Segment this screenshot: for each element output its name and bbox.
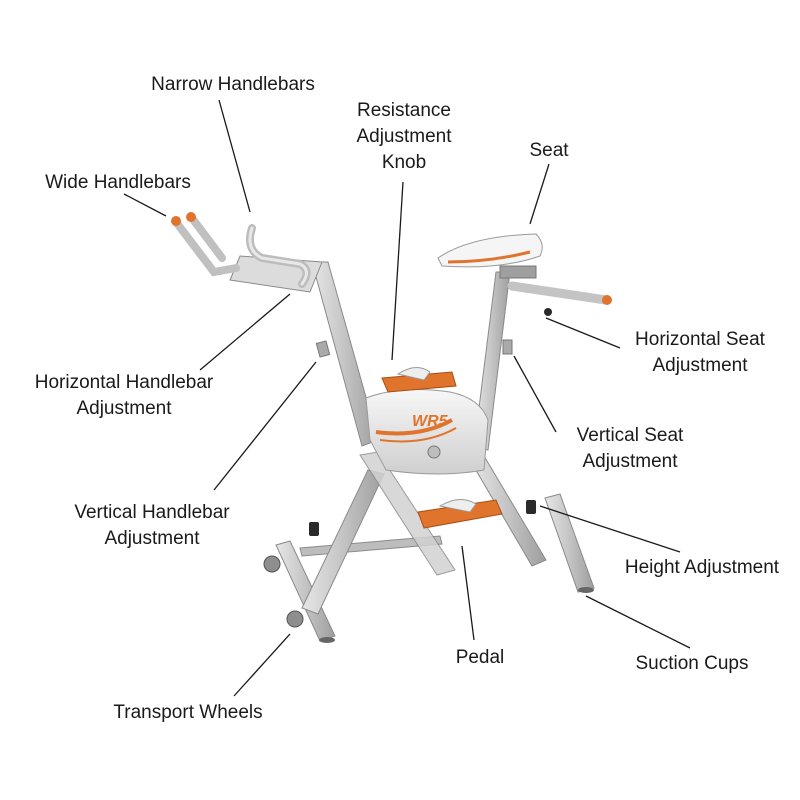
leader-vertical-seat [513, 355, 557, 433]
label-narrow-handlebars: Narrow Handlebars [151, 74, 315, 95]
label-pedal: Pedal [455, 647, 505, 668]
handlebars [171, 212, 323, 293]
label-resistance-adjustment-knob: Resistance Adjustment Knob [356, 100, 452, 173]
leader-transport-wheels [233, 633, 291, 697]
label-vertical-handlebar-adjustment: Vertical Handlebar Adjustment [74, 502, 230, 549]
label-suction-cups: Suction Cups [635, 653, 749, 674]
label-seat: Seat [529, 140, 569, 161]
label-vertical-seat-adjustment: Vertical Seat Adjustment [576, 425, 684, 472]
leader-resistance-knob [391, 181, 404, 361]
lower-pedal [417, 499, 503, 529]
leader-wide-handlebars [123, 193, 167, 217]
legs [301, 451, 547, 615]
leader-lines [123, 99, 691, 697]
leader-height-adjustment [539, 505, 681, 553]
suction-cups [319, 587, 594, 643]
label-height-adjustment: Height Adjustment [624, 557, 780, 578]
leader-pedal [461, 545, 475, 641]
leader-horizontal-seat [545, 317, 621, 349]
leader-suction-cups [585, 595, 691, 649]
label-horizontal-seat-adjustment: Horizontal Seat Adjustment [635, 329, 765, 376]
leader-vertical-handlebar [213, 361, 317, 491]
label-wide-handlebars: Wide Handlebars [45, 172, 191, 193]
label-horizontal-handlebar-adjustment: Horizontal Handlebar Adjustment [34, 372, 214, 419]
transport-wheels [263, 555, 304, 628]
leader-seat [529, 163, 550, 225]
knobs [309, 308, 552, 536]
leader-narrow-handlebars [218, 99, 251, 213]
leader-horizontal-handlebar [199, 293, 291, 371]
logo-text: WR5 [412, 413, 449, 430]
seat [437, 233, 612, 305]
label-transport-wheels: Transport Wheels [113, 702, 263, 723]
upper-pedal [381, 367, 457, 393]
resistance-housing: WR5 [365, 389, 489, 475]
